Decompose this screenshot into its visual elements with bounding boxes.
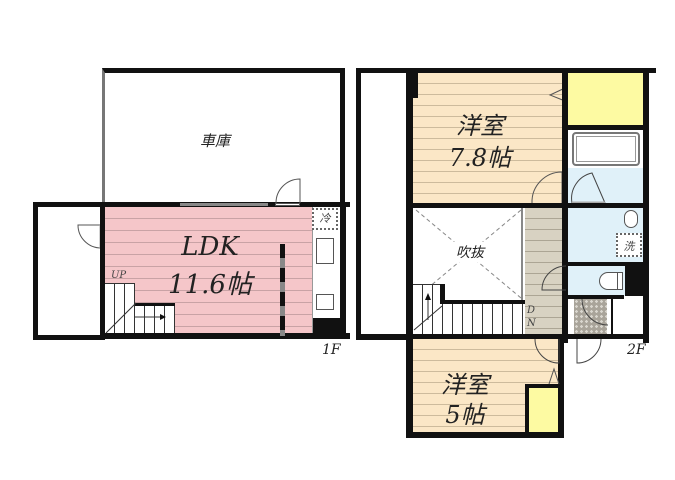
ldk-bottom-wall	[100, 333, 350, 339]
garage-label: 車庫	[199, 132, 230, 150]
toilet-tank-icon	[617, 272, 623, 290]
room1-corner-pillar	[406, 73, 418, 98]
washer-space	[616, 233, 642, 257]
basin-icon	[624, 210, 638, 228]
ldk-right-wall	[340, 202, 346, 339]
bath-bottom-wall	[410, 203, 649, 208]
2f-bottom-wall	[356, 334, 649, 339]
balcony-area	[356, 68, 412, 340]
stairs-2f-post	[440, 284, 445, 304]
2f-top-wall	[356, 68, 656, 73]
western-room-1	[413, 73, 563, 204]
tiled-entry	[574, 299, 607, 334]
western-room-1-label-line1: 洋室	[456, 112, 504, 140]
garage-room	[102, 68, 345, 205]
floor-label-2f: 2F	[627, 342, 646, 358]
closet-2f-bottom	[525, 384, 558, 432]
western-room-1-label-line2: 7.8帖	[448, 144, 512, 172]
western-room-2-label-line2: 5帖	[445, 401, 485, 429]
sink-icon	[316, 238, 334, 264]
western-room-2-label-line1: 洋室	[441, 371, 489, 399]
toilet-pillar	[625, 262, 645, 296]
stairs-2f-run	[443, 300, 525, 334]
ldk-left-wall	[100, 202, 105, 340]
hallway	[525, 208, 562, 334]
toilet-bottom-wall	[562, 295, 624, 299]
counter-partition	[280, 244, 285, 336]
floor-label-1f: 1F	[322, 342, 341, 358]
washer-label: 洗	[623, 240, 635, 253]
stairs-dn-label-n: N	[527, 318, 536, 329]
bathroom-floor	[568, 168, 643, 204]
atrium-label: 吹抜	[440, 242, 500, 262]
small-storage	[611, 299, 643, 334]
bathtub	[572, 132, 640, 166]
garage-opening	[180, 203, 268, 206]
room2-bottom-wall	[406, 432, 564, 438]
2f-inner-left-wall	[406, 68, 413, 438]
stairs-1f-lower	[135, 303, 175, 333]
fridge-label: 冷	[319, 212, 331, 225]
closet-2f-top	[568, 73, 643, 125]
garage-door-gap	[275, 203, 300, 206]
stairs-up-label: UP	[111, 270, 127, 281]
room2-right-wall	[558, 334, 564, 438]
ldk-label-line1: LDK	[181, 232, 239, 262]
fridge-space	[312, 208, 338, 230]
stairs-1f	[105, 283, 135, 333]
closet-bottom-wall	[562, 125, 649, 130]
washroom-bottom-wall	[562, 262, 649, 266]
ldk-label-line2: 11.6帖	[168, 270, 252, 300]
kitchen-pillar	[313, 318, 343, 334]
stairs-dn-label-d: D	[527, 305, 536, 316]
stove-icon	[316, 294, 334, 310]
